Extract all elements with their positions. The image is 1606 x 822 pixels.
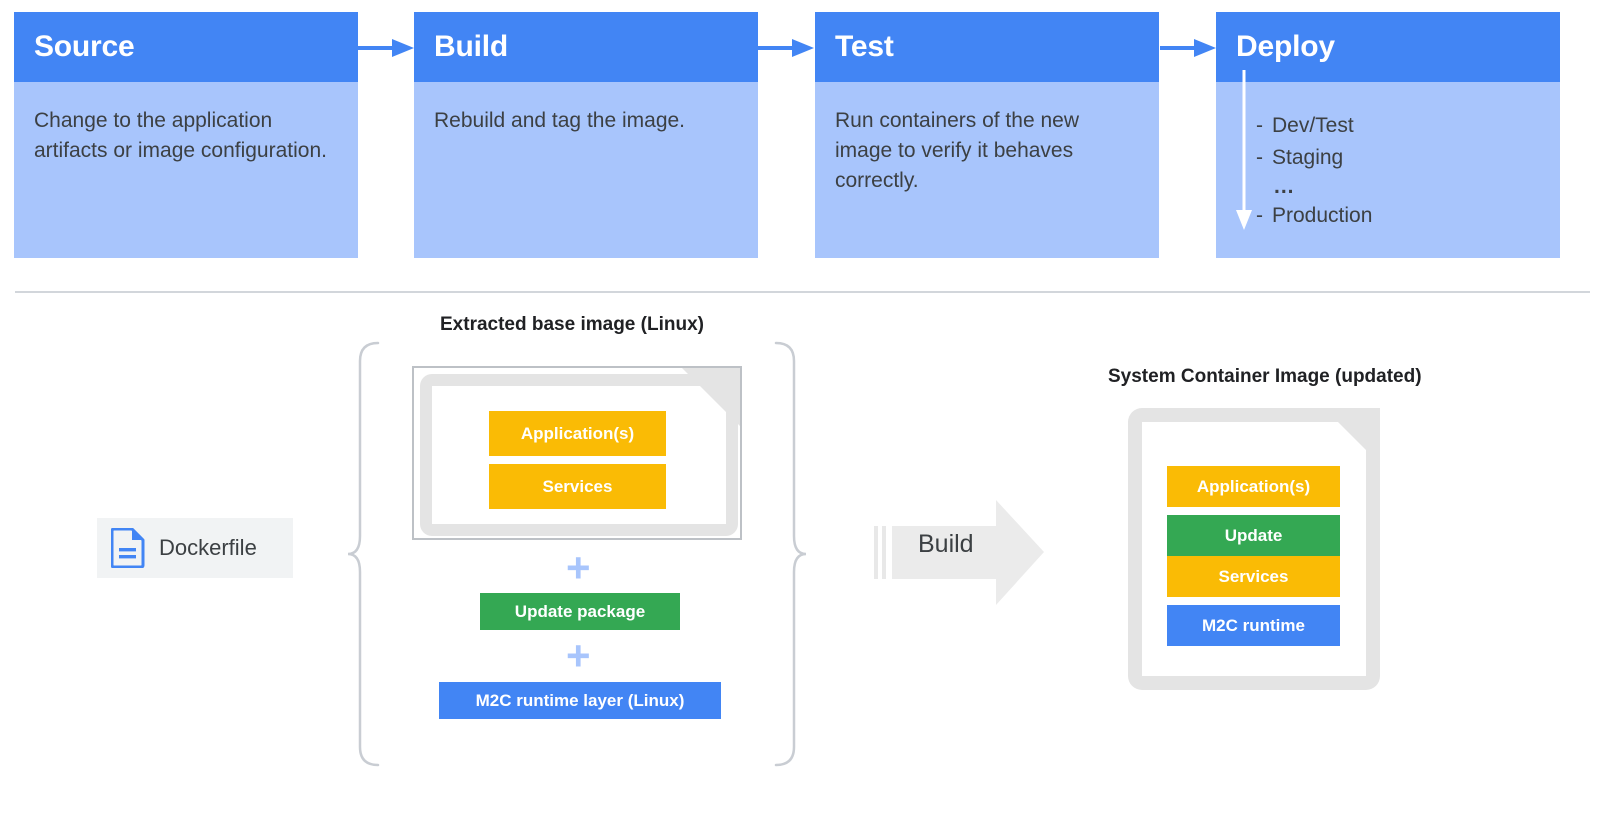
pipeline-card-build: Build Rebuild and tag the image.	[414, 12, 758, 258]
card-header-source: Source	[14, 12, 358, 82]
pipeline-card-source: Source Change to the application artifac…	[14, 12, 358, 258]
card-header-build: Build	[414, 12, 758, 82]
plus-icon: +	[566, 632, 591, 679]
list-item-label: Staging	[1272, 146, 1344, 169]
list-item-label: Dev/Test	[1272, 114, 1354, 137]
arrow-right-icon	[758, 39, 814, 57]
dockerfile-chip[interactable]: Dockerfile	[97, 518, 293, 578]
block-arrow-right-icon	[874, 500, 1044, 605]
arrow-right-icon	[358, 39, 414, 57]
caption-extracted-base-image: Extracted base image (Linux)	[440, 314, 704, 335]
dockerfile-label: Dockerfile	[159, 535, 257, 560]
output-layer-update: Update	[1167, 515, 1340, 556]
section-divider	[15, 291, 1590, 293]
addition-update-package: Update package	[480, 593, 680, 630]
addition-m2c-runtime-layer-label: M2C runtime layer (Linux)	[475, 690, 685, 710]
addition-m2c-runtime-layer: M2C runtime layer (Linux)	[439, 682, 721, 719]
pipeline-card-test: Test Run containers of the new image to …	[815, 12, 1159, 258]
card-body-build: Rebuild and tag the image.	[414, 82, 758, 258]
caption-system-container-image: System Container Image (updated)	[1108, 366, 1422, 387]
brace-left	[347, 341, 380, 767]
folded-corner-icon	[682, 368, 740, 426]
arrow-right-icon	[1160, 39, 1216, 57]
brace-right	[774, 341, 807, 767]
list-marker: -	[1256, 146, 1263, 169]
folded-corner-icon	[1324, 408, 1380, 464]
output-layer-m2c-runtime: M2C runtime	[1167, 605, 1340, 646]
card-title-test: Test	[835, 30, 894, 63]
card-title-deploy: Deploy	[1236, 30, 1335, 63]
card-header-deploy: Deploy	[1216, 12, 1560, 82]
card-body-deploy	[1216, 82, 1560, 258]
card-text-build: Rebuild and tag the image.	[434, 109, 686, 132]
list-item: - Production	[1216, 200, 1560, 232]
arrow-down-icon	[1236, 70, 1252, 230]
base-layer-services: Services	[489, 464, 666, 509]
base-layer-applications: Application(s)	[489, 411, 666, 456]
output-layer-applications: Application(s)	[1167, 466, 1340, 507]
deploy-environment-list: - Dev/Test - Staging ... - Production	[1216, 110, 1560, 232]
list-marker: -	[1256, 204, 1263, 227]
list-item: - Dev/Test	[1216, 110, 1560, 142]
card-title-build: Build	[434, 30, 508, 63]
addition-update-package-label: Update package	[514, 601, 646, 621]
list-ellipsis: ...	[1274, 175, 1295, 198]
plus-icon: +	[566, 544, 591, 591]
pipeline-card-deploy: Deploy	[1216, 12, 1560, 258]
card-text-source: Change to the application artifacts or i…	[34, 109, 327, 162]
list-item-label: Production	[1272, 204, 1373, 227]
output-layer-services: Services	[1167, 556, 1340, 597]
file-document-icon	[111, 528, 145, 568]
card-body-test: Run containers of the new image to verif…	[815, 82, 1159, 258]
list-item: - Staging	[1216, 142, 1560, 174]
build-arrow-label: Build	[918, 530, 974, 558]
card-title-source: Source	[34, 30, 135, 63]
list-marker: -	[1256, 114, 1263, 137]
card-body-source: Change to the application artifacts or i…	[14, 82, 358, 258]
card-text-test: Run containers of the new image to verif…	[835, 109, 1079, 192]
card-header-test: Test	[815, 12, 1159, 82]
